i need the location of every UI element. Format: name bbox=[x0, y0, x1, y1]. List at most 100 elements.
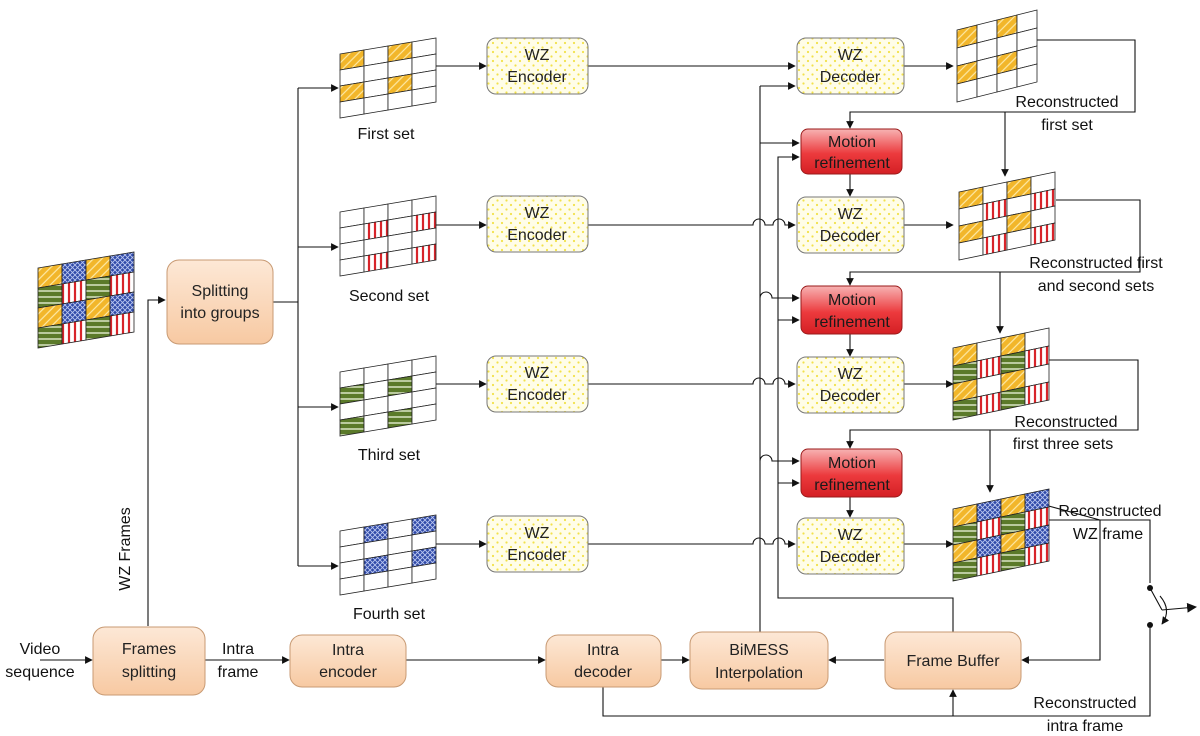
recon-wz-line2: WZ frame bbox=[1073, 526, 1143, 543]
intra-encoder-line2: encoder bbox=[319, 664, 377, 681]
grid-cell bbox=[1024, 381, 1050, 406]
motion-refinement-1: Motion refinement bbox=[800, 128, 903, 175]
video-sequence-line2: sequence bbox=[5, 664, 74, 681]
wz-encoder-2-line2: Encoder bbox=[507, 227, 567, 244]
fourth-set-grid bbox=[339, 514, 437, 596]
intra-decoder-line2: decoder bbox=[574, 664, 632, 681]
wz-decoder-1-line2: Decoder bbox=[820, 69, 881, 86]
frame-buffer-block: Frame Buffer bbox=[884, 631, 1022, 690]
first-set-label: First set bbox=[358, 126, 415, 143]
bimess-block: BiMESS Interpolation bbox=[689, 631, 829, 690]
arrow-si-mr3 bbox=[759, 454, 800, 465]
motion-refinement-3: Motion refinement bbox=[800, 448, 903, 498]
grid-cell bbox=[387, 89, 413, 111]
intra-frame-line2: frame bbox=[218, 664, 259, 681]
third-set-label: Third set bbox=[358, 447, 421, 464]
bimess-line1: BiMESS bbox=[729, 642, 789, 659]
motion-refinement-2: Motion refinement bbox=[800, 285, 903, 335]
wz-encoder-3: WZ Encoder bbox=[486, 355, 589, 413]
grid-cell bbox=[411, 403, 437, 425]
recon-second-grid bbox=[958, 171, 1056, 261]
intra-frame-line1: Intra bbox=[222, 641, 254, 658]
switch-blade bbox=[1149, 587, 1163, 611]
first-set-grid bbox=[339, 37, 437, 119]
grid-cell bbox=[387, 566, 413, 588]
recon-first-line2: first set bbox=[1041, 117, 1093, 134]
wz-decoder-3-line2: Decoder bbox=[820, 388, 881, 405]
wz-decoder-4-line2: Decoder bbox=[820, 549, 881, 566]
recon-wz-line1: Reconstructed bbox=[1058, 503, 1161, 520]
third-set-grid bbox=[339, 355, 437, 437]
switch-terminal-bottom bbox=[1147, 622, 1153, 628]
grid-cell bbox=[37, 323, 63, 349]
wz-encoder-4-line2: Encoder bbox=[507, 547, 567, 564]
motion-refinement-3-line1: Motion bbox=[828, 455, 876, 472]
wz-decoder-1-line1: WZ bbox=[838, 47, 863, 64]
grid-cell bbox=[1030, 222, 1056, 246]
frame-grids bbox=[37, 9, 1056, 596]
motion-refinement-1-line1: Motion bbox=[828, 134, 876, 151]
arrow-wz-frames bbox=[147, 296, 166, 626]
recon-first-line1: Reconstructed bbox=[1015, 94, 1118, 111]
recon-first-three-line1: Reconstructed bbox=[1014, 414, 1117, 431]
arrow-enc4-dec4 bbox=[588, 537, 796, 548]
wz-encoder-3-line1: WZ bbox=[525, 365, 550, 382]
wz-encoder-1-line1: WZ bbox=[525, 47, 550, 64]
splitting-groups-line1: Splitting bbox=[192, 283, 249, 300]
grid-cell bbox=[109, 311, 135, 337]
loop-first-set bbox=[846, 39, 1136, 129]
wz-decoder-2: WZ Decoder bbox=[796, 196, 905, 254]
wz-decoder-4: WZ Decoder bbox=[796, 517, 905, 575]
motion-refinement-1-line2: refinement bbox=[814, 155, 890, 172]
motion-refinement-3-line2: refinement bbox=[814, 477, 890, 494]
grid-cell bbox=[339, 255, 365, 277]
wz-encoder-1-line2: Encoder bbox=[507, 69, 567, 86]
loop-third-set bbox=[846, 359, 1139, 449]
frame-buffer-bus bbox=[777, 153, 954, 632]
motion-refinement-2-line1: Motion bbox=[828, 292, 876, 309]
splitting-groups-line2: into groups bbox=[180, 305, 259, 322]
wz-decoder-2-line2: Decoder bbox=[820, 228, 881, 245]
recon-wz-grid bbox=[952, 488, 1050, 582]
recon-first-three-line2: first three sets bbox=[1013, 436, 1113, 453]
recon-intra-line2: intra frame bbox=[1047, 718, 1124, 735]
switch-rotation-arrow bbox=[1159, 595, 1170, 625]
grid-cell bbox=[1024, 542, 1050, 567]
grid-cell bbox=[363, 93, 389, 115]
wz-decoder-3-line1: WZ bbox=[838, 366, 863, 383]
video-sequence-line1: Video bbox=[20, 641, 61, 658]
wz-encoder-4-line1: WZ bbox=[525, 525, 550, 542]
frame-buffer-label: Frame Buffer bbox=[906, 653, 1000, 670]
arrow-wz-to-buffer bbox=[1021, 504, 1101, 664]
grid-cell bbox=[411, 243, 437, 265]
wz-encoder-1: WZ Encoder bbox=[486, 37, 589, 95]
intra-decoder-line1: Intra bbox=[587, 642, 619, 659]
arrow-intra-to-buffer bbox=[602, 686, 957, 717]
grid-cell bbox=[363, 411, 389, 433]
grid-cell bbox=[411, 562, 437, 584]
bimess-line2: Interpolation bbox=[715, 665, 803, 682]
second-set-grid bbox=[339, 195, 437, 277]
frames-splitting-block: Frames splitting bbox=[92, 626, 206, 696]
fourth-set-label: Fourth set bbox=[353, 606, 426, 623]
arrow-enc2-dec2 bbox=[588, 218, 796, 229]
wz-to-switch bbox=[1048, 519, 1151, 583]
input-frame-grid bbox=[37, 251, 135, 349]
recon-first-grid bbox=[956, 9, 1038, 103]
recon-first-second-line2: and second sets bbox=[1038, 278, 1155, 295]
grid-cell bbox=[411, 85, 437, 107]
recon-third-grid bbox=[952, 327, 1050, 421]
arrow-si-mr2 bbox=[759, 291, 800, 302]
grid-cell bbox=[387, 407, 413, 429]
wz-encoder-3-line2: Encoder bbox=[507, 387, 567, 404]
splitting-groups-block: Splitting into groups bbox=[166, 259, 274, 345]
grid-cell bbox=[61, 319, 87, 345]
intra-encoder-block: Intra encoder bbox=[289, 634, 407, 688]
output-arrow bbox=[1161, 602, 1197, 613]
intra-decoder-block: Intra decoder bbox=[545, 634, 662, 688]
grid-cell bbox=[85, 315, 111, 341]
motion-refinement-2-line2: refinement bbox=[814, 314, 890, 331]
frames-splitting-line2: splitting bbox=[122, 664, 176, 681]
intra-to-switch bbox=[953, 628, 1151, 717]
